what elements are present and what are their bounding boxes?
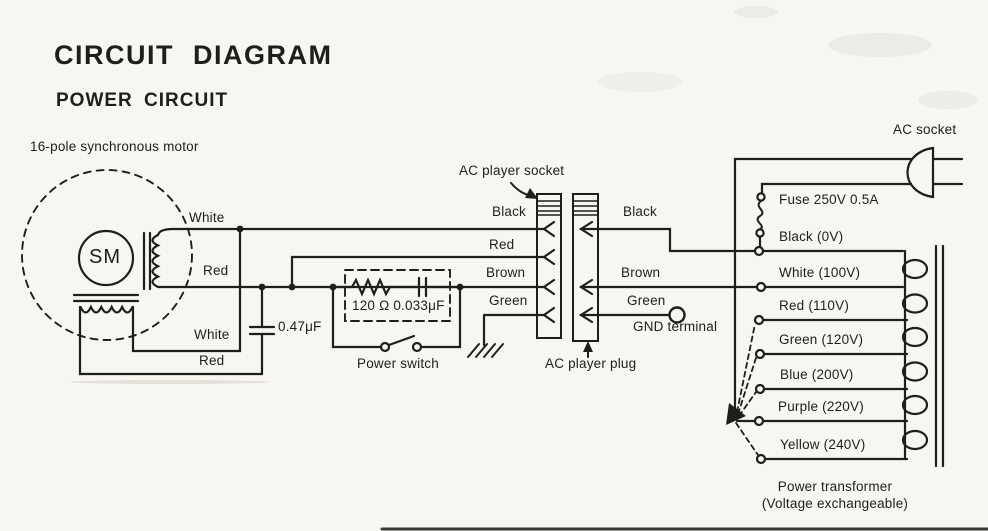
ac-socket-label: AC socket [893,122,957,137]
motor-main-winding [151,227,546,289]
tap-red-110v-label: Red (110V) [779,298,850,313]
socket-wire-red-label: Red [489,237,515,252]
transformer-name: Power transformer [777,479,893,494]
voltage-selector [726,323,759,456]
plug-wire-green-label: Green [627,293,666,308]
capacitor-value: 0.47μF [278,319,322,334]
player-plug-label: AC player plug [545,356,637,371]
tap-white-100v-label: White (100V) [779,265,861,280]
transformer-winding [901,244,945,468]
motor-sm-circle [77,229,135,287]
snubber-symbol [331,269,462,322]
lead-red-top: Red [203,263,229,278]
junction-dots [236,225,464,291]
snubber-value: 120 Ω 0.033μF [352,298,445,313]
socket-pin-arrow-brown [542,278,556,296]
socket-pin-arrow-green [542,306,556,324]
tap-purple-220v-label: Purple (220V) [778,399,864,414]
page-title: CIRCUIT DIAGRAM [54,40,333,70]
power-switch-symbol [331,285,462,353]
lead-white-top: White [189,210,225,225]
synchronous-motor-symbol [21,169,546,376]
socket-hatch [536,200,562,216]
fuse-label: Fuse 250V 0.5A [779,192,879,207]
transformer-note: (Voltage exchangeable) [761,496,909,511]
socket-pin-arrow-black [542,220,556,238]
annotation-arrows [510,182,593,358]
tap-green-120v-label: Green (120V) [779,332,864,347]
plug-wire-brown-label: Brown [621,265,661,280]
motor-core-horizontal [72,293,140,303]
transformer-core [934,244,945,468]
socket-pin-arrow-red [542,248,556,266]
tap-blue-200v-label: Blue (200V) [780,367,854,382]
scan-artifacts [70,6,978,384]
selector-wiper-arrow [726,403,746,425]
fuse-element [756,200,764,230]
ac-socket-symbol [906,146,964,199]
lead-white-bottom: White [194,327,230,342]
snubber-dashed-box [344,269,451,322]
wire-red-socket [290,255,546,289]
gnd-terminal-circle [668,306,686,324]
plug-hatch [572,200,599,216]
transformer-tap-wires [735,318,909,461]
socket-wire-brown-label: Brown [486,265,526,280]
snubber-resistor [331,277,421,297]
switch-lever [387,334,416,347]
motor-label: 16-pole synchronous motor [30,139,199,154]
selector-dashed-links [735,323,759,456]
snubber-capacitor [417,276,462,298]
tap-yellow-240v-label: Yellow (240V) [780,437,866,452]
ac-player-plug-symbol [572,193,599,342]
motor-sm-text: SM [89,246,121,268]
motor-dashed-boundary [21,169,193,341]
fuse-symbol [755,182,913,249]
power-switch-label: Power switch [357,356,439,371]
gnd-terminal-label: GND terminal [633,319,718,334]
tap-black-0v-label: Black (0V) [779,229,844,244]
wire-live-to-wiper [733,157,913,411]
ac-socket-prongs [931,157,964,186]
page-subtitle: POWER CIRCUIT [56,90,229,111]
motor-core-vertical [142,231,152,291]
wire-white-lower [131,227,242,353]
lead-red-bottom: Red [199,353,225,368]
player-socket-label: AC player socket [459,163,565,178]
phase-capacitor-symbol [248,285,276,376]
ground-symbol [467,313,546,358]
tap-terminals [753,245,767,465]
wire-red-lower [78,305,264,376]
socket-wire-green-label: Green [489,293,528,308]
ac-player-socket-symbol [536,193,562,339]
socket-wire-black-label: Black [492,204,527,219]
motor-aux-winding [79,304,134,314]
wire-black-mains [579,227,905,253]
plug-wire-black-label: Black [623,204,658,219]
